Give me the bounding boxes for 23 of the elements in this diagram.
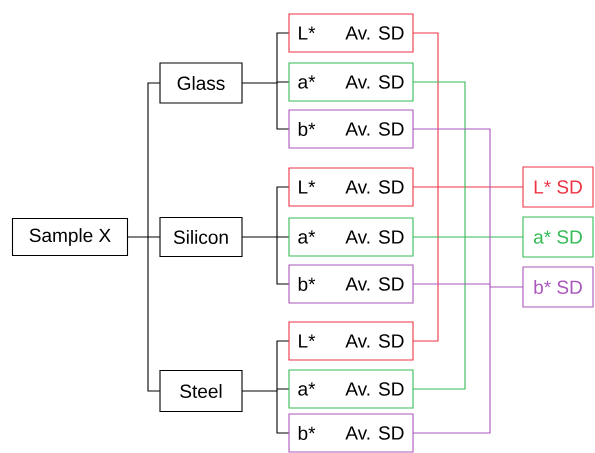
- connector-line: [414, 286, 522, 434]
- measurement-box: b* Av. SD: [288, 413, 414, 453]
- connector-line: [242, 236, 288, 285]
- connector-line: [414, 236, 522, 390]
- measurement-box: a* Av. SD: [288, 217, 414, 257]
- result-box: a* SD: [522, 216, 594, 258]
- connector-line: [414, 186, 522, 342]
- result-box: b* SD: [522, 266, 594, 308]
- connector-line: [242, 82, 288, 130]
- measurement-box: L* Av. SD: [288, 167, 414, 207]
- measurement-box: a* Av. SD: [288, 369, 414, 409]
- measurement-box: b* Av. SD: [288, 264, 414, 304]
- category-box: Steel: [159, 370, 243, 412]
- result-box: L* SD: [522, 166, 594, 208]
- measurement-box: L* Av. SD: [288, 321, 414, 361]
- category-box: Glass: [159, 62, 243, 104]
- category-box: Silicon: [159, 216, 243, 258]
- category-box: Sample X: [12, 218, 128, 256]
- measurement-box: b* Av. SD: [288, 109, 414, 149]
- measurement-box: a* Av. SD: [288, 62, 414, 102]
- connector-line: [128, 236, 160, 392]
- connector-line: [242, 390, 288, 434]
- measurement-box: L* Av. SD: [288, 13, 414, 53]
